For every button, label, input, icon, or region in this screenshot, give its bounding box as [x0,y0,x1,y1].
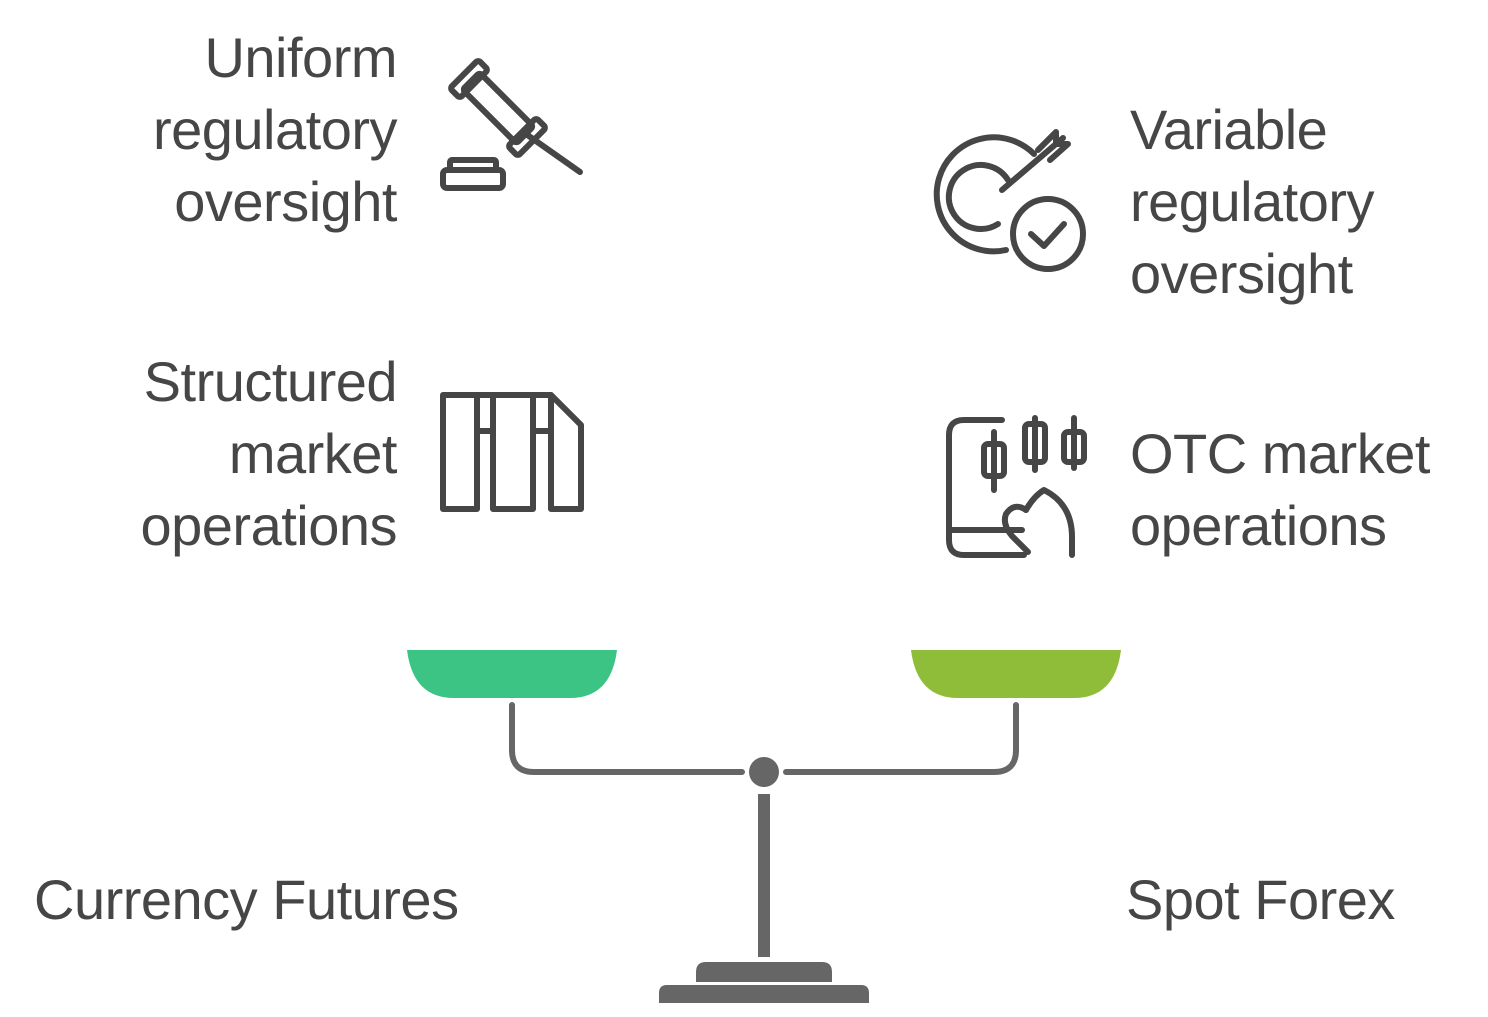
file-binders-icon [438,392,588,514]
right-side-title: Spot Forex [1126,868,1395,931]
scale-post [758,794,770,957]
scale-base-bottom [659,985,869,1003]
left-pan [407,650,617,698]
pivot-point [749,757,779,787]
beam-right [783,702,1019,775]
left-feature-1-label: Uniform regulatory oversight [152,26,398,233]
scale-base-top [696,962,832,982]
beam-left [509,702,745,775]
right-feature-1-label: Variable regulatory oversight [1130,98,1375,305]
mobile-trading-icon [944,412,1092,562]
left-feature-2-label: Structured market operations [140,350,397,557]
right-pan [911,650,1121,698]
target-check-icon [933,124,1093,274]
left-side-title: Currency Futures [34,868,459,931]
right-feature-2-label: OTC market operations [1130,422,1430,557]
gavel-icon [438,56,588,202]
